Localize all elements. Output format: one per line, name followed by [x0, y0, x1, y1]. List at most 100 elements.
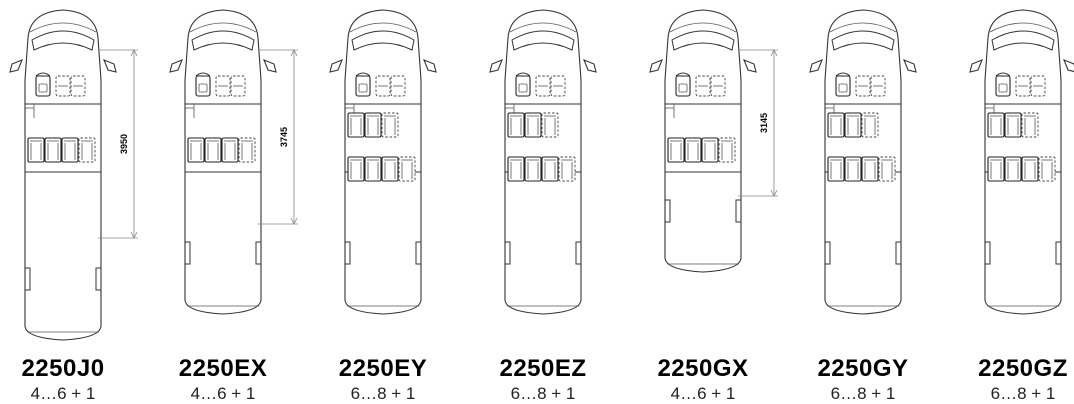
windshield: [351, 30, 415, 51]
steering-wheel-icon: [195, 72, 211, 77]
seat: [844, 112, 862, 138]
seat: [844, 156, 862, 182]
model-name: 2250EZ: [499, 355, 587, 382]
model-name: 2250EY: [338, 355, 428, 382]
optional-seat: [1021, 112, 1039, 138]
driver-seat: [835, 75, 851, 97]
seat-count: 6…8 + 1: [990, 384, 1056, 403]
right-mirror: [743, 59, 757, 73]
driver-area: [195, 72, 211, 97]
seat: [507, 156, 525, 182]
optional-seat: [238, 137, 256, 163]
seat: [1004, 112, 1022, 138]
seat-count: 6…8 + 1: [830, 384, 896, 403]
driver-area: [835, 72, 851, 97]
wheel-arch-right: [1055, 241, 1061, 265]
dimension-label: 3145: [759, 113, 769, 133]
variant-2250gz: 2250GZ 6…8 + 1: [960, 0, 1074, 404]
seat: [221, 137, 239, 163]
variant-2250ez: 2250EZ 6…8 + 1: [480, 0, 640, 404]
wheel-arch-left: [505, 241, 511, 265]
seat-row: [987, 156, 1056, 182]
seat-row: [987, 112, 1039, 138]
driver-seat: [515, 75, 531, 97]
seat: [524, 112, 542, 138]
seat: [187, 137, 205, 163]
van-outline: [9, 9, 117, 341]
driver-seat: [35, 75, 51, 97]
dimension-line: 3145: [738, 49, 778, 197]
optional-seat: [78, 137, 96, 163]
model-name: 2250J0: [21, 355, 105, 382]
seat: [827, 112, 845, 138]
van-outline: [169, 9, 277, 315]
left-mirror: [329, 59, 343, 73]
van-floor-plan: [489, 9, 597, 315]
optional-seat: [878, 156, 896, 182]
model-name: 2250GX: [657, 355, 749, 382]
seat: [61, 137, 79, 163]
driver-area: [355, 72, 371, 97]
right-mirror: [263, 59, 277, 73]
seat-row: [827, 112, 879, 138]
passenger-bench: [855, 75, 886, 97]
windshield: [991, 30, 1055, 51]
hood-line: [669, 22, 737, 33]
wheel-arch-right: [735, 199, 741, 223]
seat: [701, 137, 719, 163]
right-mirror: [903, 59, 917, 73]
wheel-arch-left: [985, 241, 991, 265]
left-mirror: [809, 59, 823, 73]
wheel-arch-right: [415, 241, 421, 265]
optional-seat: [861, 112, 879, 138]
hood-line: [989, 22, 1057, 33]
left-mirror: [489, 59, 503, 73]
passenger-bench: [695, 75, 726, 97]
driver-area: [35, 72, 51, 97]
driver-seat: [995, 75, 1011, 97]
van-body: [24, 9, 102, 341]
van-floor-plan: 3950: [9, 9, 138, 341]
driver-area: [675, 72, 691, 97]
seat: [347, 156, 365, 182]
van-floor-plan: 3145: [649, 9, 778, 273]
left-mirror: [649, 59, 663, 73]
left-mirror: [169, 59, 183, 73]
wheel-arch-left: [665, 199, 671, 223]
van-outline: [329, 9, 437, 315]
passenger-bench: [535, 75, 566, 97]
left-mirror: [9, 59, 23, 73]
seat: [1004, 156, 1022, 182]
wheel-arch-left: [345, 241, 351, 265]
passenger-bench: [215, 75, 246, 97]
wheel-arch-right: [895, 241, 901, 265]
seat: [987, 156, 1005, 182]
variant-2250ey: 2250EY 6…8 + 1: [320, 0, 480, 404]
seat: [684, 137, 702, 163]
windshield: [511, 30, 575, 51]
seat: [347, 112, 365, 138]
windshield: [191, 30, 255, 51]
seat: [44, 137, 62, 163]
variant-2250j0: 3950 2250J0 4…6 + 1: [0, 0, 160, 404]
driver-seat: [355, 75, 371, 97]
seat: [381, 156, 399, 182]
seat-row: [347, 112, 399, 138]
driver-area: [995, 72, 1011, 97]
dimension-label: 3745: [279, 127, 289, 147]
passenger-bench: [375, 75, 406, 97]
seat-row: [667, 137, 736, 163]
right-mirror: [423, 59, 437, 73]
van-outline: [649, 9, 757, 273]
seat: [541, 156, 559, 182]
seat: [667, 137, 685, 163]
model-name: 2250GY: [817, 355, 909, 382]
seat-row: [27, 137, 96, 163]
windshield: [31, 30, 95, 51]
steering-wheel-icon: [515, 72, 531, 77]
van-floor-plan: [329, 9, 437, 315]
model-name: 2250EX: [178, 355, 268, 382]
passenger-bench: [55, 75, 86, 97]
van-outline: [809, 9, 917, 315]
